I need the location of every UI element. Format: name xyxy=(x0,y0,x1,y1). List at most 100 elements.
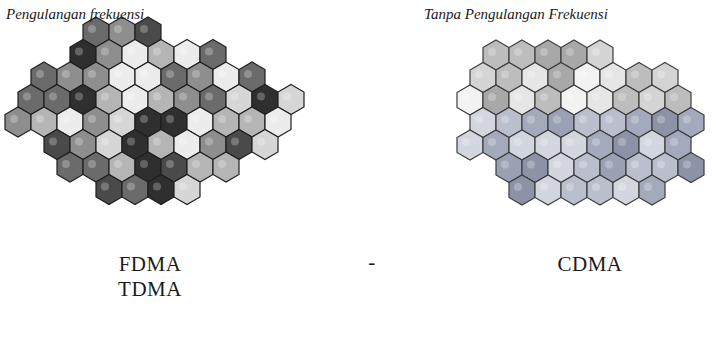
cell-texture xyxy=(140,115,148,123)
cell-texture xyxy=(514,93,522,101)
cell-texture xyxy=(670,93,678,101)
cell-texture xyxy=(283,93,291,101)
cell-texture xyxy=(140,25,148,33)
cell-texture xyxy=(179,138,187,146)
technique-label: CDMA xyxy=(557,252,622,277)
cell-texture xyxy=(153,138,161,146)
cell-texture xyxy=(62,115,70,123)
cell-texture xyxy=(618,93,626,101)
cell-texture xyxy=(205,93,213,101)
cell-texture xyxy=(218,70,226,78)
cell-texture xyxy=(127,48,135,56)
hexagon-cell xyxy=(561,175,587,205)
cell-texture xyxy=(153,183,161,191)
cell-texture xyxy=(540,138,548,146)
cell-texture xyxy=(657,161,665,169)
hexagon-cell xyxy=(587,175,613,205)
cell-texture xyxy=(605,161,613,169)
separator-dash: - xyxy=(368,250,376,275)
cell-texture xyxy=(101,48,109,56)
cell-texture xyxy=(257,138,265,146)
cell-texture xyxy=(49,138,57,146)
cell-texture xyxy=(114,160,122,168)
cell-texture xyxy=(488,93,496,101)
hexagon-cell xyxy=(535,175,561,205)
cell-texture xyxy=(36,115,44,123)
cell-texture xyxy=(644,183,652,191)
cell-texture xyxy=(114,70,122,78)
cell-texture xyxy=(127,138,135,146)
cell-texture xyxy=(514,48,522,56)
cell-texture xyxy=(514,138,522,146)
hexagon-cell xyxy=(457,130,483,160)
cell-texture xyxy=(501,71,509,79)
cell-texture xyxy=(218,160,226,168)
hexagon-cell xyxy=(57,152,83,182)
cell-texture xyxy=(153,48,161,56)
cell-texture xyxy=(75,93,83,101)
cell-texture xyxy=(88,160,96,168)
cell-texture xyxy=(205,48,213,56)
hexagon-cell xyxy=(5,107,31,137)
cell-texture xyxy=(36,70,44,78)
cell-texture xyxy=(140,70,148,78)
caption-label: Pengulangan frekuensi xyxy=(6,6,144,23)
cell-texture xyxy=(166,115,174,123)
cell-texture xyxy=(566,183,574,191)
cell-texture xyxy=(644,93,652,101)
cell-texture xyxy=(62,160,70,168)
cell-texture xyxy=(153,93,161,101)
cell-texture xyxy=(553,116,561,124)
cell-texture xyxy=(270,115,278,123)
cell-texture xyxy=(462,138,470,146)
cell-texture xyxy=(179,93,187,101)
cell-texture xyxy=(566,138,574,146)
cell-texture xyxy=(527,161,535,169)
cell-texture xyxy=(553,161,561,169)
cell-texture xyxy=(592,93,600,101)
hexagon-cell xyxy=(678,153,704,183)
cell-texture xyxy=(231,93,239,101)
cell-texture xyxy=(514,183,522,191)
cell-texture xyxy=(88,25,96,33)
cell-texture xyxy=(127,183,135,191)
cell-texture xyxy=(192,70,200,78)
hexagon-cell xyxy=(96,175,122,205)
cell-texture xyxy=(566,48,574,56)
hexagon-cell xyxy=(613,175,639,205)
cell-texture xyxy=(75,48,83,56)
cell-texture xyxy=(592,138,600,146)
cell-texture xyxy=(10,115,18,123)
cell-texture xyxy=(683,161,691,169)
cell-texture xyxy=(631,116,639,124)
technique-label: TDMA xyxy=(118,277,182,302)
cell-texture xyxy=(566,93,574,101)
cell-texture xyxy=(62,70,70,78)
cell-texture xyxy=(475,71,483,79)
cell-texture xyxy=(683,116,691,124)
cell-texture xyxy=(579,161,587,169)
no-reuse-cell-cluster xyxy=(457,40,704,205)
cell-texture xyxy=(179,48,187,56)
hexagon-cell xyxy=(252,130,278,160)
cell-texture xyxy=(88,70,96,78)
cell-texture xyxy=(631,161,639,169)
cell-texture xyxy=(488,138,496,146)
cell-texture xyxy=(218,115,226,123)
cell-texture xyxy=(475,116,483,124)
cell-texture xyxy=(244,115,252,123)
cell-texture xyxy=(618,183,626,191)
cell-texture xyxy=(114,25,122,33)
cell-texture xyxy=(244,70,252,78)
cell-texture xyxy=(618,138,626,146)
cell-texture xyxy=(101,93,109,101)
cell-texture xyxy=(101,183,109,191)
cell-texture xyxy=(49,93,57,101)
cell-texture xyxy=(605,116,613,124)
cell-texture xyxy=(501,161,509,169)
cell-texture xyxy=(101,138,109,146)
cell-texture xyxy=(166,70,174,78)
hexagon-cell xyxy=(174,175,200,205)
cell-texture xyxy=(166,160,174,168)
